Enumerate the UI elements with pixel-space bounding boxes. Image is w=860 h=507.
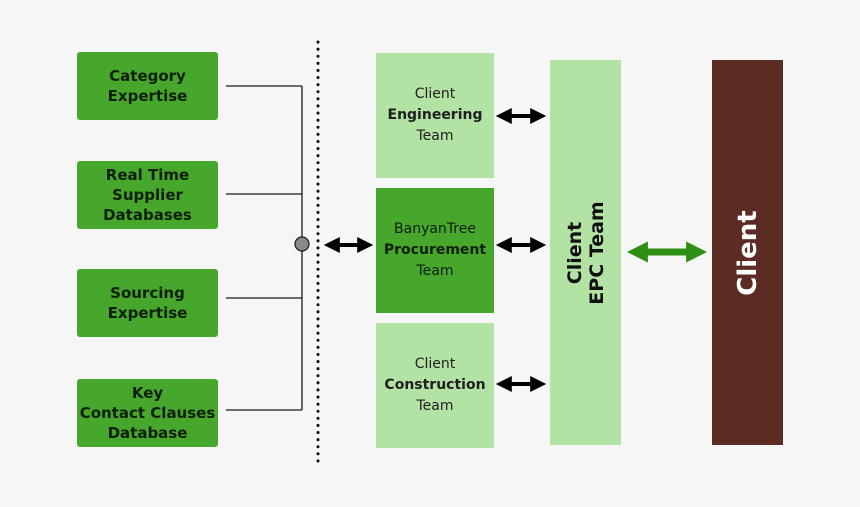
source-bracket [226,85,303,411]
client-label: Client [732,209,763,296]
team-line2: Construction [384,377,486,393]
team-line2: Engineering [387,107,483,123]
team-line1: Client [414,356,456,372]
junction-node [294,236,310,252]
team-line2: Procurement [383,242,487,258]
epc-team-bar: Client EPC Team [550,60,621,445]
source-box-sourcing-expertise: Sourcing Expertise [77,269,218,337]
source-box-supplier-databases: Real Time Supplier Databases [77,161,218,229]
team-line1: Client [414,86,456,102]
source-label: Key Contact Clauses Database [79,384,216,442]
source-label: Real Time Supplier Databases [103,166,192,224]
team-line3: Team [416,398,454,414]
team-box-engineering: Client Engineering Team [376,53,494,178]
team-line1: BanyanTree [394,221,476,237]
source-label: Sourcing Expertise [107,284,188,322]
source-box-category-expertise: Category Expertise [77,52,218,120]
epc-team-label: Client EPC Team [563,200,608,305]
team-box-procurement: BanyanTree Procurement Team [376,188,494,313]
source-label: Category Expertise [107,67,188,105]
client-bar: Client [712,60,783,445]
team-line3: Team [416,128,454,144]
team-line3: Team [416,263,454,279]
source-box-contract-clauses: Key Contact Clauses Database [77,379,218,447]
team-box-construction: Client Construction Team [376,323,494,448]
